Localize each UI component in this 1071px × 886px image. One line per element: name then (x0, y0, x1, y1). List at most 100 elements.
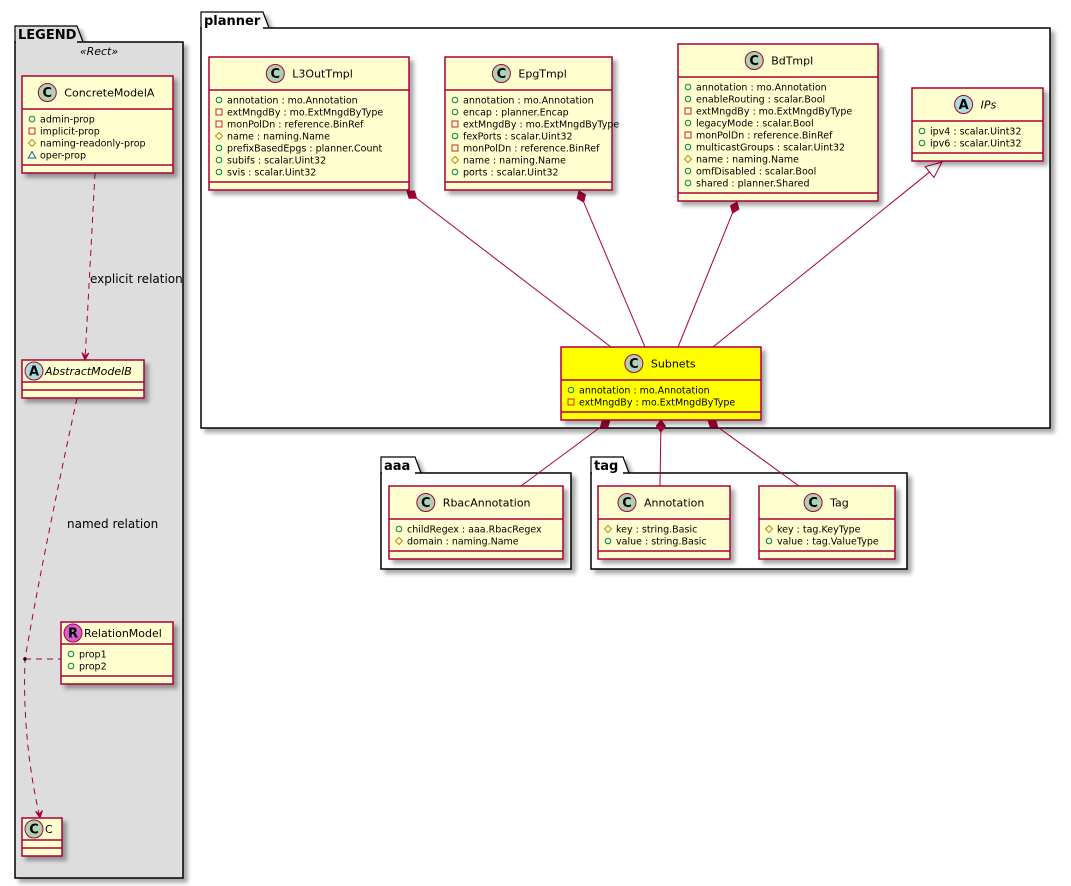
public-visibility-icon (215, 156, 223, 164)
class-name: ConcreteModelA (64, 87, 155, 100)
svg-text:R: R (68, 627, 78, 642)
private-visibility-icon (451, 144, 459, 152)
class-attribute: implicit-prop (28, 127, 100, 138)
edge-subnets-tag (707, 419, 800, 487)
public-visibility-icon (451, 132, 459, 140)
class-attribute: enableRouting : scalar.Bool (684, 95, 825, 106)
class-attribute: annotation : mo.Annotation (451, 96, 594, 107)
arrow-head-icon (81, 352, 90, 362)
svg-text:monPolDn : reference.BinRef: monPolDn : reference.BinRef (696, 131, 833, 142)
svg-text:A: A (959, 98, 969, 113)
dependency-line (24, 397, 78, 819)
svg-text:extMngdBy : mo.ExtMngdByType: extMngdBy : mo.ExtMngdByType (227, 108, 383, 119)
class-attribute: legacyMode : scalar.Bool (684, 119, 814, 130)
svg-text:prop1: prop1 (79, 650, 107, 661)
class-icon: C (37, 83, 57, 102)
class-attribute: key : tag.KeyType (764, 525, 861, 536)
edge-subnets-annotation (655, 419, 667, 487)
class-box (758, 485, 896, 560)
class-attribute: extMngdBy : mo.ExtMngdByType (451, 120, 619, 131)
class-icon: C (624, 354, 644, 373)
class-attribute: oper-prop (27, 151, 86, 162)
svg-text:extMngdBy : mo.ExtMngdByType: extMngdBy : mo.ExtMngdByType (696, 107, 852, 118)
class-attribute: fexPorts : scalar.Uint32 (451, 132, 573, 143)
class-name: L3OutTmpl (292, 68, 353, 81)
class-name: Annotation (644, 497, 704, 510)
public-visibility-icon (684, 167, 692, 175)
svg-text:enableRouting : scalar.Bool: enableRouting : scalar.Bool (696, 95, 825, 106)
class-attribute: multicastGroups : scalar.Uint32 (684, 143, 845, 154)
private-visibility-icon (684, 107, 692, 115)
svg-text:C: C (421, 496, 431, 511)
edge-explicit-relation: explicit relation (81, 172, 183, 362)
class-name: EpgTmpl (518, 68, 566, 81)
class-attribute: admin-prop (28, 115, 95, 126)
relation-line (416, 197, 612, 348)
svg-text:C: C (808, 496, 818, 511)
public-visibility-icon (604, 537, 612, 545)
class-concrete-model-a[interactable]: C ConcreteModelA admin-propimplicit-propna… (21, 75, 174, 174)
svg-text:annotation : mo.Annotation: annotation : mo.Annotation (463, 96, 594, 107)
private-visibility-icon (28, 127, 36, 135)
class-icon: C (491, 64, 511, 83)
public-visibility-icon (395, 525, 403, 533)
public-visibility-icon (918, 139, 926, 147)
class-box (560, 346, 762, 421)
class-attribute: prefixBasedEpgs : planner.Count (215, 144, 383, 155)
class-attribute: ipv4 : scalar.Uint32 (918, 127, 1022, 138)
abstract-class-icon: A (954, 95, 974, 114)
class-attribute: value : tag.ValueType (765, 537, 879, 548)
class-attribute: omfDisabled : scalar.Bool (684, 167, 816, 178)
svg-text:multicastGroups : scalar.Uint3: multicastGroups : scalar.Uint32 (696, 143, 845, 154)
class-attribute: svis : scalar.Uint32 (215, 168, 316, 179)
svg-text:annotation : mo.Annotation: annotation : mo.Annotation (579, 386, 710, 397)
svg-text:subifs : scalar.Uint32: subifs : scalar.Uint32 (227, 156, 326, 167)
svg-text:admin-prop: admin-prop (40, 115, 95, 126)
package-legend-frame (14, 41, 184, 879)
public-visibility-icon (67, 650, 75, 658)
svg-text:ipv6 : scalar.Uint32: ipv6 : scalar.Uint32 (930, 139, 1022, 150)
class-attribute: childRegex : aaa.RbacRegex (395, 525, 542, 536)
class-attribute: extMngdBy : mo.ExtMngdByType (567, 398, 735, 409)
class-box (444, 56, 613, 191)
private-visibility-icon (684, 131, 692, 139)
package-planner-label: planner (204, 14, 261, 29)
svg-text:C: C (629, 357, 639, 372)
public-visibility-icon (765, 537, 773, 545)
edge-bdtmpl-subnets (677, 201, 740, 348)
class-attribute: name : naming.Name (214, 131, 330, 143)
relation-class-icon: R (63, 623, 83, 643)
package-tag-label: tag (594, 459, 618, 474)
class-attribute: naming-readonly-prop (27, 139, 146, 150)
public-visibility-icon (918, 127, 926, 135)
class-icon: C (744, 51, 764, 70)
legend-stereotype: «Rect» (80, 45, 119, 58)
relation-line (712, 171, 930, 348)
class-attribute: domain : naming.Name (394, 537, 519, 548)
svg-text:naming-readonly-prop: naming-readonly-prop (40, 139, 146, 150)
svg-text:shared : planner.Shared: shared : planner.Shared (696, 179, 809, 190)
protected-visibility-icon (603, 524, 613, 534)
relation-line (677, 212, 733, 348)
class-attribute: monPolDn : reference.BinRef (684, 131, 833, 142)
protected-visibility-icon (214, 131, 224, 141)
explicit-relation-label: explicit relation (90, 272, 183, 286)
class-attribute: prop2 (67, 662, 107, 673)
class-attribute: name : naming.Name (450, 156, 566, 167)
class-icon: C (265, 64, 285, 83)
public-visibility-icon (67, 662, 75, 670)
public-visibility-icon (684, 83, 692, 91)
class-box (911, 87, 1044, 162)
